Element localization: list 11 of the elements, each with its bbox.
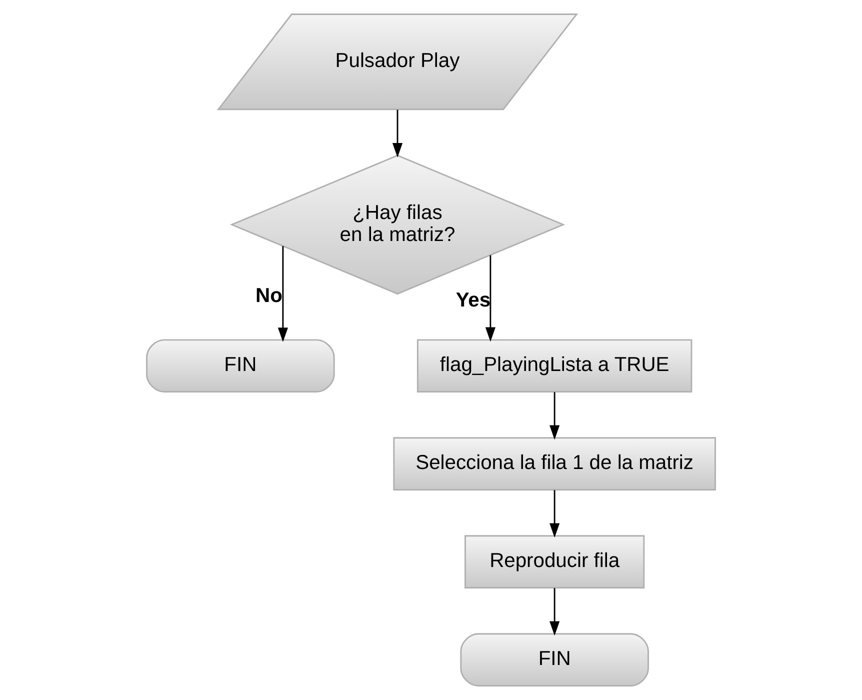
node-box: flag_PlayingLista a TRUE bbox=[416, 339, 692, 393]
arrow bbox=[278, 246, 288, 342]
node-box: FIN bbox=[146, 339, 335, 393]
arrow bbox=[392, 110, 403, 158]
arrow bbox=[550, 392, 560, 440]
arrow bbox=[485, 255, 496, 342]
node-box: Reproducir fila bbox=[464, 535, 645, 588]
arrow bbox=[550, 490, 560, 538]
node-box: FIN bbox=[460, 633, 649, 686]
node-box: Selecciona la fila 1 de la matriz bbox=[393, 437, 716, 490]
arrow bbox=[550, 588, 560, 636]
